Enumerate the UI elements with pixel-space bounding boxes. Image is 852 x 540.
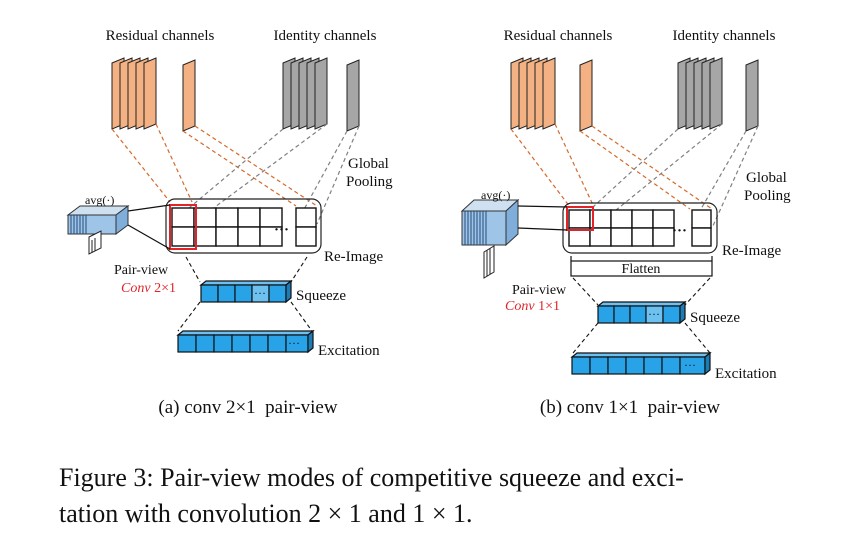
residual-channels-label-b: Residual channels [504, 28, 613, 44]
reimage-label-b: Re-Image [722, 243, 781, 259]
pairview-label-b: Pair-view [512, 283, 567, 298]
identity-channel-single-a [346, 59, 360, 132]
reimage-container-b [562, 202, 718, 254]
residual-channel-single-a [182, 59, 196, 132]
panel-b: Residual channels Identity channels Glob… [460, 28, 791, 418]
residual-links-a [111, 123, 318, 207]
reimage-grid-a [171, 207, 317, 247]
figure-caption: Figure 3: Pair-view modes of competitive… [59, 460, 819, 532]
pairview-conv-a: Conv 2×1 [121, 281, 176, 296]
identity-channel-single-b [745, 59, 759, 132]
global-pooling-label-1-a: Global [348, 156, 389, 172]
reimage-dots-a: ··· [274, 222, 289, 238]
pairview-connector-top-a [127, 204, 171, 212]
excitation-bar-b [570, 351, 712, 376]
residual-channel-stack-b [510, 57, 556, 130]
pairview-highlight-a [169, 204, 197, 250]
residual-links-b [510, 123, 713, 210]
flatten-label-b: Flatten [622, 262, 661, 277]
squeeze-bar-b [596, 300, 687, 325]
avg-cube-b [460, 198, 520, 279]
identity-channels-label-a: Identity channels [274, 28, 377, 44]
global-pooling-label-1-b: Global [746, 170, 787, 186]
subcaption-a: (a) conv 2×1 pair-view [158, 397, 337, 418]
panel-a: Residual channels Identity channels Glob… [66, 28, 393, 418]
avg-label-b: avg(·) [481, 188, 510, 202]
residual-channels-label-a: Residual channels [106, 28, 215, 44]
pairview-connector-bottom-b [517, 227, 568, 231]
excitation-dots-a: ··· [288, 336, 300, 350]
pairview-label-a: Pair-view [114, 263, 169, 278]
pairview-highlight-b [566, 206, 594, 231]
residual-channel-stack-a [111, 57, 157, 130]
squeeze-funnel-a [177, 256, 313, 332]
reimage-label-a: Re-Image [324, 249, 383, 265]
squeeze-dots-b: ··· [648, 307, 660, 321]
figure-caption-line-1: Figure 3: Pair-view modes of competitive… [59, 463, 684, 492]
squeeze-label-b: Squeeze [690, 310, 740, 326]
reimage-grid-b [568, 209, 712, 247]
global-pooling-label-2-b: Pooling [744, 188, 791, 204]
reimage-container-a [165, 198, 322, 254]
figure-caption-line-2: tation with convolution 2 × 1 and 1 × 1. [59, 499, 473, 528]
identity-channels-label-b: Identity channels [673, 28, 776, 44]
residual-channel-single-b [579, 59, 593, 132]
identity-channel-stack-a [282, 57, 328, 130]
pairview-connector-bottom-a [127, 224, 171, 250]
excitation-label-b: Excitation [715, 366, 777, 382]
squeeze-label-a: Squeeze [296, 288, 346, 304]
avg-cube-a [66, 205, 130, 255]
identity-channel-stack-b [677, 57, 723, 130]
pairview-conv-b: Conv 1×1 [505, 299, 560, 314]
avg-label-a: avg(·) [85, 193, 114, 207]
squeeze-dots-a: ··· [254, 286, 266, 300]
global-pooling-label-2-a: Pooling [346, 174, 393, 190]
excitation-label-a: Excitation [318, 343, 380, 359]
squeeze-funnel-b [572, 277, 711, 354]
figure-diagram: Residual channels Identity channels Glob… [66, 28, 791, 418]
excitation-bar-a [176, 329, 315, 354]
squeeze-bar-a [199, 279, 293, 304]
flatten-bar-b [570, 256, 713, 277]
subcaption-b: (b) conv 1×1 pair-view [540, 397, 721, 418]
excitation-dots-b: ··· [684, 358, 696, 372]
reimage-dots-b: ··· [672, 223, 687, 239]
